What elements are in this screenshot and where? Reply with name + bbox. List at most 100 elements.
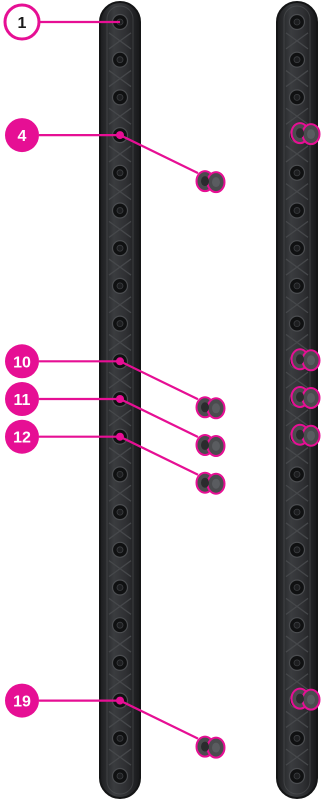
beam-truss	[285, 183, 309, 201]
beam-truss	[285, 296, 309, 314]
callout-number: 12	[13, 430, 31, 447]
beam-truss	[108, 371, 132, 389]
beam-truss	[108, 258, 132, 276]
beam-truss	[285, 560, 309, 578]
beam-hole-core	[116, 320, 124, 328]
beam-hole-core	[116, 169, 124, 177]
beam-truss	[285, 145, 309, 163]
beam-hole-core	[293, 94, 301, 101]
beam-hole-core	[293, 244, 301, 252]
beam-truss	[285, 409, 309, 427]
beam-hole-core	[116, 772, 124, 780]
callout-badge	[5, 683, 39, 718]
beam-truss	[108, 522, 132, 540]
beam-truss	[285, 258, 309, 276]
beam-truss	[285, 748, 309, 766]
connector-pin-icon	[290, 386, 321, 409]
beam-truss	[285, 220, 309, 238]
connector-pin-icon	[195, 396, 226, 420]
beam-truss	[285, 70, 309, 88]
beam-hole-core	[116, 621, 124, 629]
callout-hole-12: 12	[5, 419, 39, 454]
beam-truss	[285, 107, 309, 125]
beam-truss	[108, 107, 132, 125]
callout-number: 1	[18, 15, 27, 32]
beam-hole-core	[293, 207, 301, 214]
connector-pin-icon	[195, 471, 226, 495]
beam-hole-core	[293, 320, 301, 328]
beam-truss	[108, 333, 132, 351]
beam-hole-core	[293, 169, 301, 177]
beam-truss	[108, 560, 132, 578]
beam-truss	[108, 32, 132, 50]
callout-badge	[5, 419, 39, 454]
beam-truss	[285, 447, 309, 465]
beam-hole-core	[293, 772, 301, 780]
beam-hole-core	[116, 207, 124, 214]
beam-hole-core	[293, 659, 301, 667]
beam-truss	[285, 371, 309, 389]
beam-truss	[108, 635, 132, 653]
beam-hole-core	[293, 584, 301, 591]
beam-hole-core	[116, 546, 124, 554]
beam-hole-core	[116, 94, 124, 101]
beam-hole-core	[116, 470, 124, 478]
beam-hole-core	[293, 508, 301, 516]
beam-hole-core	[116, 584, 124, 591]
beam-truss	[285, 333, 309, 351]
connector-pin-icon	[290, 687, 321, 711]
callout-hole-1: 1	[3, 3, 41, 41]
beam-truss	[108, 183, 132, 201]
connector-pin-icon	[195, 735, 226, 759]
beam-truss	[285, 484, 309, 502]
callout-hole-4: 4	[5, 118, 39, 153]
callout-badge	[5, 118, 39, 153]
beam-hole-core	[116, 244, 124, 252]
beam-truss	[108, 409, 132, 427]
beam-truss	[285, 522, 309, 540]
callout-badge	[5, 344, 39, 379]
callout-hole-11: 11	[5, 382, 39, 416]
beam-hole-core	[116, 56, 124, 64]
beam-truss	[108, 296, 132, 314]
beam-hole-core	[293, 546, 301, 554]
callout-number: 11	[14, 392, 31, 409]
pin-leader	[119, 398, 199, 438]
pin-leader	[119, 435, 199, 476]
beam-truss	[108, 447, 132, 465]
beam-truss	[108, 597, 132, 615]
connector-pin-icon	[290, 348, 321, 372]
connector-pin-icon	[195, 434, 226, 457]
beam-truss	[108, 145, 132, 163]
callout-number: 10	[13, 354, 31, 371]
pin-leader	[119, 134, 199, 175]
beam-truss	[108, 748, 132, 766]
beam-hole-core	[293, 18, 301, 26]
beam-hole-core	[116, 734, 124, 742]
connector-pin-icon	[290, 122, 321, 146]
callout-badge	[3, 3, 41, 41]
beam-truss	[108, 484, 132, 502]
pin-leader	[119, 360, 199, 401]
beam-hole-core	[293, 621, 301, 629]
beam-truss	[108, 70, 132, 88]
beam-truss	[285, 635, 309, 653]
beam-hole-core	[116, 508, 124, 516]
beam-truss	[285, 32, 309, 50]
callout-number: 4	[18, 128, 27, 145]
beam-truss	[108, 673, 132, 691]
beam-truss	[285, 673, 309, 691]
connector-pin-icon	[290, 423, 321, 447]
pin-leader	[119, 699, 199, 740]
callout-badge	[5, 382, 39, 416]
beam-hole-core	[293, 56, 301, 64]
callout-number: 19	[13, 694, 31, 711]
beam-hole-core	[293, 734, 301, 742]
connector-pin-icon	[195, 170, 226, 194]
beam-truss	[108, 220, 132, 238]
beam-hole-core	[293, 282, 301, 290]
beam-hole-core	[116, 282, 124, 290]
beam-hole-core	[293, 470, 301, 478]
